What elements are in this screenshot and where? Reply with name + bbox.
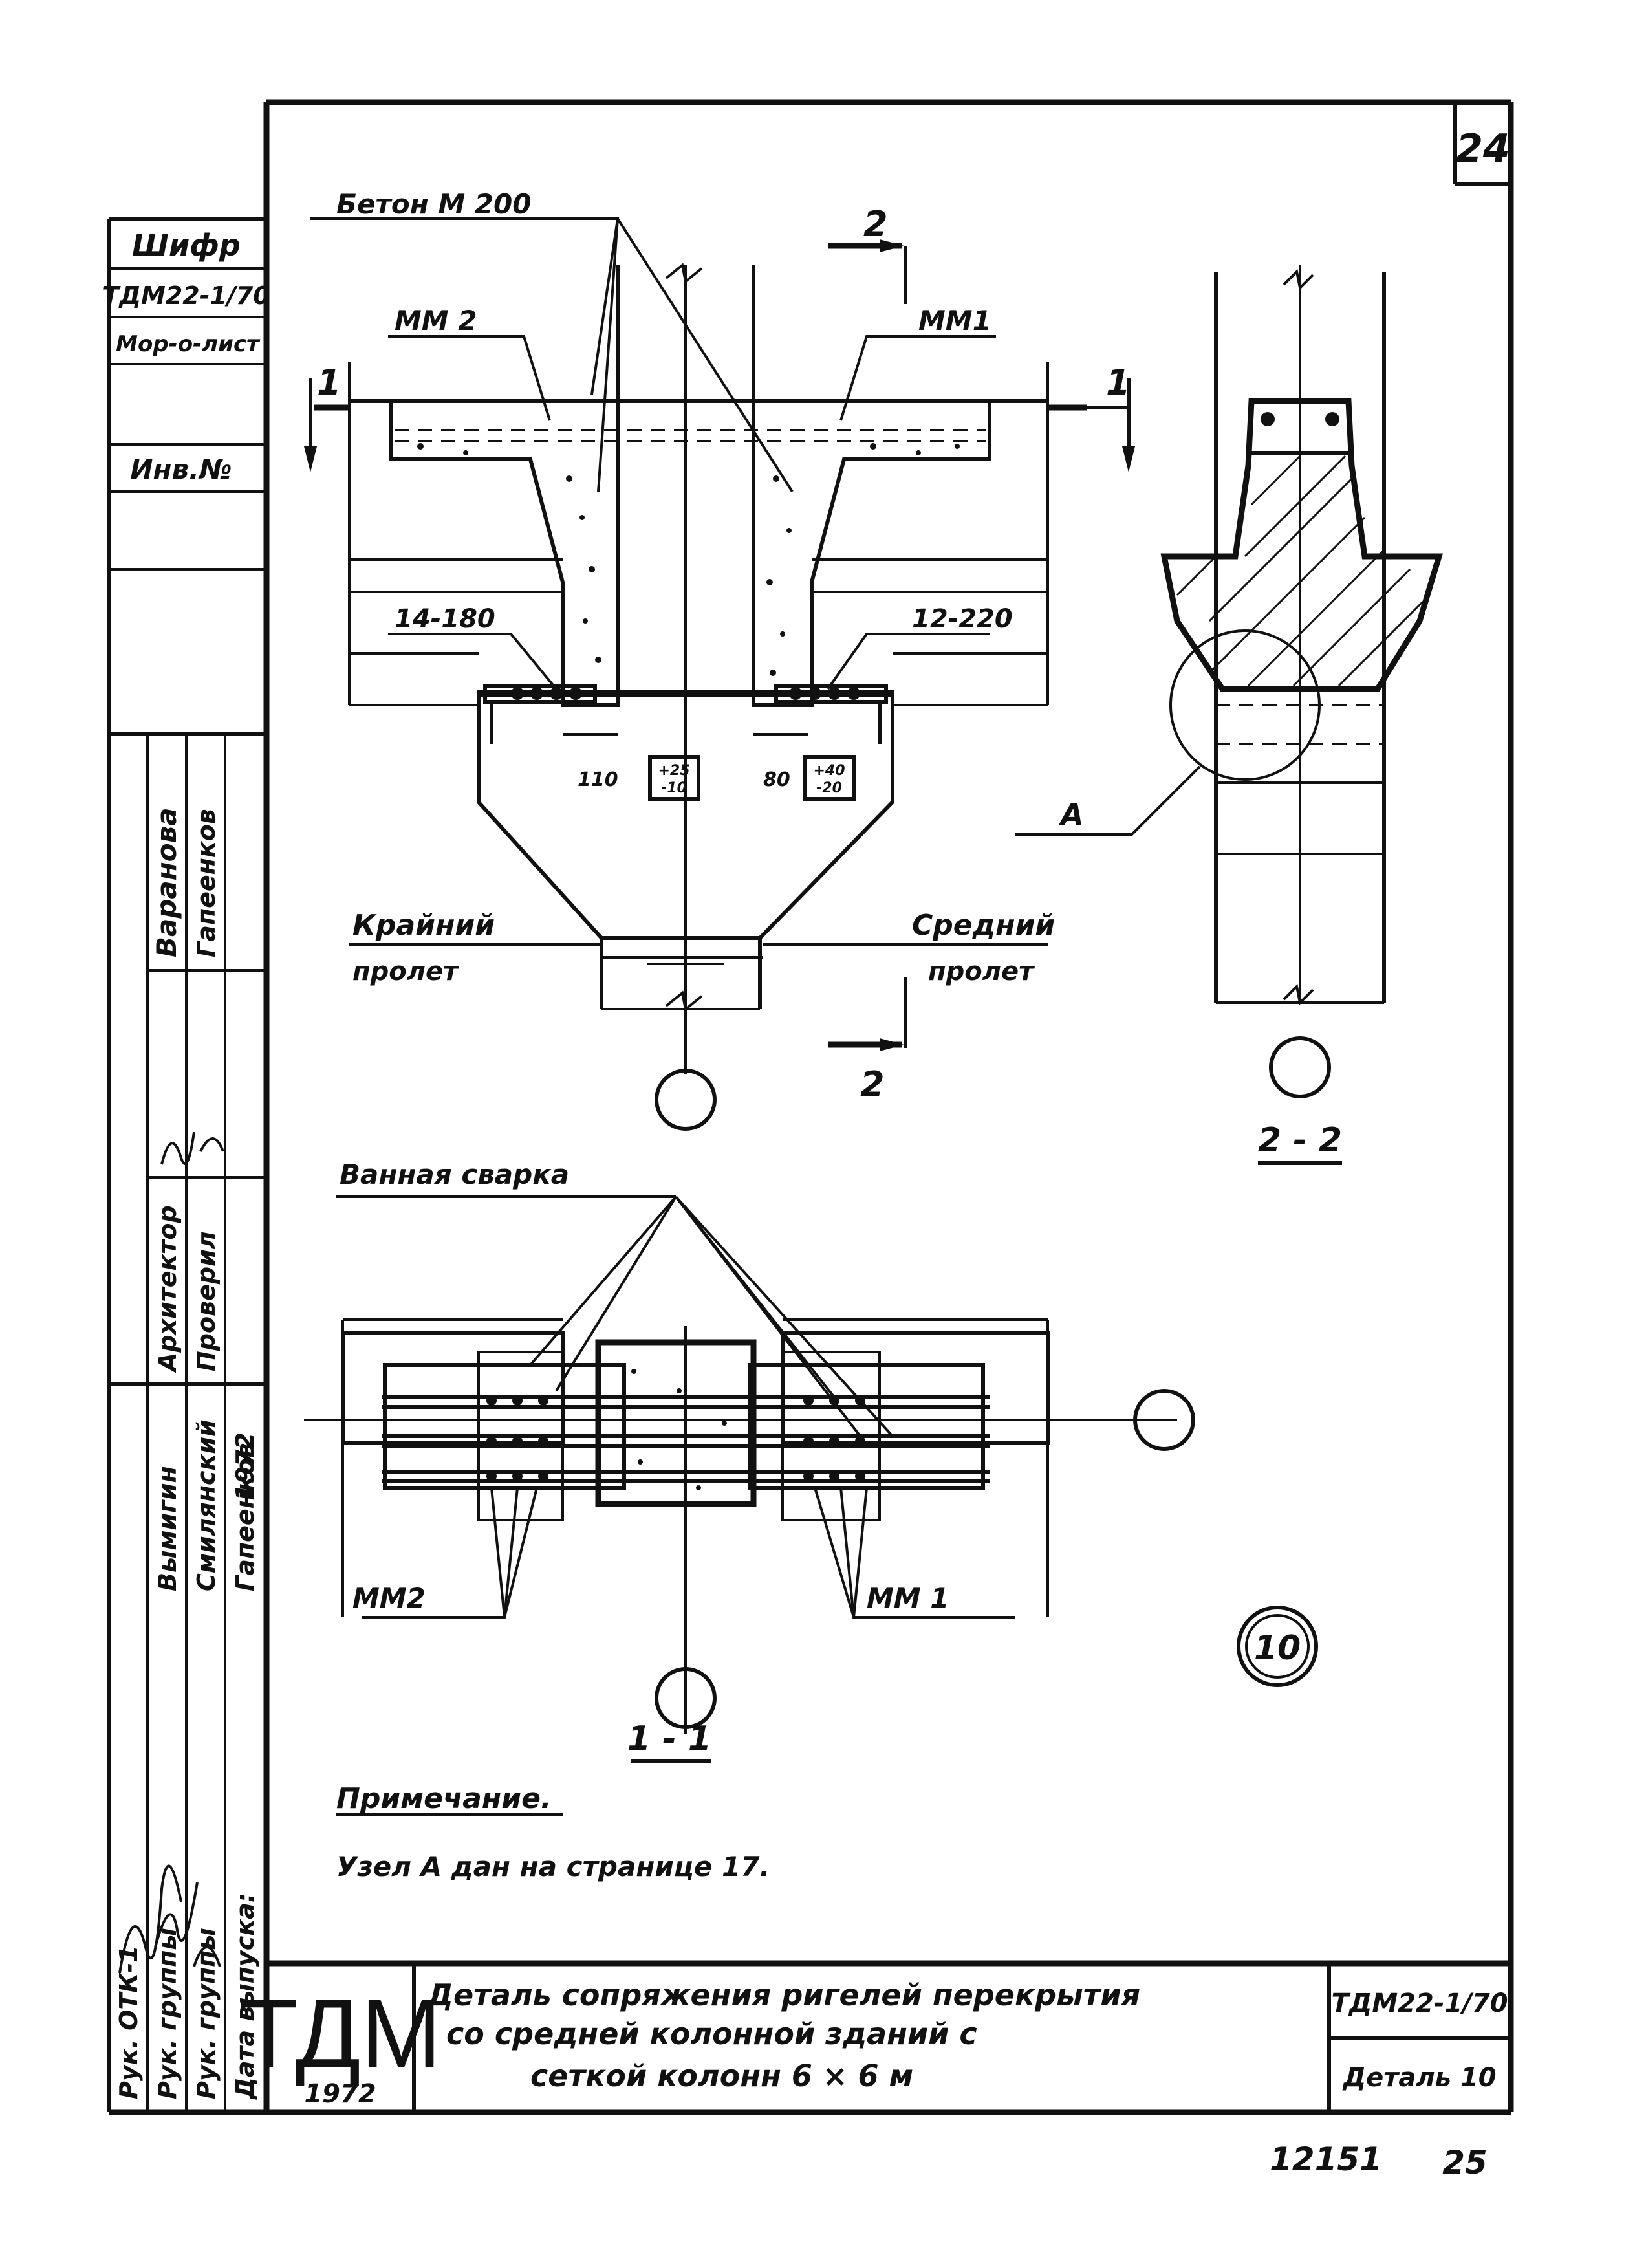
level-box-right-top: +40 <box>813 763 845 779</box>
stamp-name-varanova: Варанова <box>151 807 182 957</box>
stamp-role-checked: Проверил <box>192 1231 221 1371</box>
title-line-1: Деталь сопряжения ригелей перекрытия <box>426 1978 1140 2012</box>
cipher-label: Шифр <box>132 228 241 263</box>
level-box-right-bottom: -20 <box>816 780 842 796</box>
cipher-value: ТДМ22-1/70 <box>102 281 270 310</box>
stamp-year: 1972 <box>231 1432 259 1501</box>
node-a-label: А <box>1059 797 1084 832</box>
sheet-frame <box>109 99 1514 2115</box>
tdm-logo-year: 1972 <box>304 2079 376 2109</box>
stamp-role-group-2: Рук. группы <box>192 1928 221 2099</box>
stamp-role-architect: Архитектор <box>153 1205 182 1373</box>
section-1-1-view <box>304 1195 1318 1763</box>
bottom-page-number: 25 <box>1442 2144 1488 2181</box>
title-block <box>266 1960 1511 2112</box>
span-left-sub: пролет <box>352 957 460 987</box>
signature-marks <box>118 1131 224 1974</box>
title-line-3: сеткой колонн 6 × 6 м <box>530 2058 913 2093</box>
stamp-name-smilyansky: Смилянский <box>192 1419 221 1591</box>
mm1-plan-label: ММ 1 <box>867 1582 949 1614</box>
dim-right-label: 80 <box>763 769 790 791</box>
title-line-2: со средней колонной зданий с <box>446 2016 977 2051</box>
span-right-sub: пролет <box>928 957 1035 987</box>
note-title: Примечание. <box>336 1782 552 1815</box>
detail-label: Деталь 10 <box>1341 2063 1496 2093</box>
cut-1-right-label: 1 <box>1106 362 1131 403</box>
cut-1-left-label: 1 <box>317 362 341 403</box>
bar-right-label: 12-220 <box>912 604 1013 634</box>
sheet-number: 24 <box>1456 126 1510 171</box>
concrete-label: Бетон М 200 <box>336 188 531 220</box>
document-code: ТДМ22-1/70 <box>1331 1989 1508 2018</box>
side-stamp <box>107 217 266 2112</box>
cut-2-top-label: 2 <box>863 204 888 245</box>
cut-2-bottom-label: 2 <box>860 1064 885 1105</box>
stamp-name-gapeenkov: Гапеенков <box>231 1443 259 1591</box>
mm1-label: ММ1 <box>918 305 991 336</box>
level-box-left-top: +25 <box>658 763 689 779</box>
bottom-archive-number: 12151 <box>1270 2141 1382 2178</box>
sheet-field-label: Мор-о-лист <box>116 331 261 357</box>
elevation-view <box>304 217 1135 1131</box>
level-box-left-bottom: -10 <box>661 780 687 796</box>
section-2-2-view <box>1015 265 1444 1165</box>
mm2-plan-label: ММ2 <box>352 1582 426 1614</box>
stamp-name-vymigin: Вымигин <box>153 1466 182 1591</box>
span-left-title: Крайний <box>352 909 495 942</box>
stamp-role-otk: Рук. ОТК-1 <box>114 1945 143 2099</box>
stamp-name-gapeenkov-2: Гапеенков <box>192 809 221 957</box>
inventory-label: Инв.№ <box>130 453 232 485</box>
tdm-logo: ТДМ <box>239 1979 441 2088</box>
stamp-role-group-1: Рук. группы <box>153 1928 182 2099</box>
span-right-title: Средний <box>912 909 1055 942</box>
bar-left-label: 14-180 <box>395 604 495 634</box>
note-text: Узел А дан на странице 17. <box>336 1851 770 1882</box>
detail-number-badge: 10 <box>1254 1629 1301 1668</box>
bath-weld-label: Ванная сварка <box>340 1159 569 1190</box>
section-2-2-title: 2 - 2 <box>1258 1121 1342 1160</box>
stamp-release-date-label: Дата выпуска: <box>231 1893 259 2100</box>
section-1-1-title: 1 - 1 <box>627 1719 711 1758</box>
dim-left-label: 110 <box>578 769 618 791</box>
mm2-label: ММ 2 <box>395 305 477 336</box>
